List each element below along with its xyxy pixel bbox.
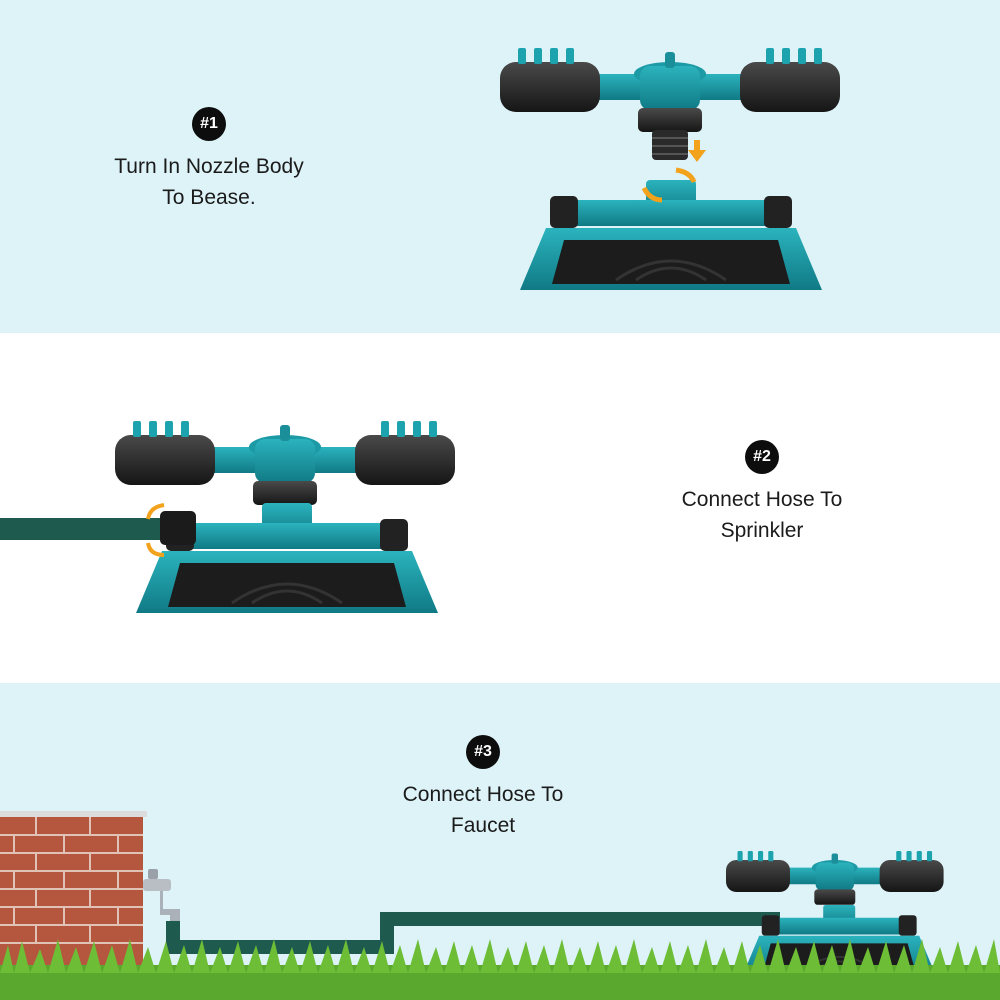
hose <box>166 912 780 954</box>
grass <box>0 939 1000 1000</box>
hose-to-faucet-illustration <box>0 811 1000 1000</box>
step-instruction: Connect Hose To Sprinkler <box>681 488 843 542</box>
step-3-panel: #3 Connect Hose To Faucet <box>0 683 1000 1000</box>
step-1-text-block: #1 Turn In Nozzle Body To Bease. <box>103 107 315 213</box>
step-badge: #3 <box>466 735 500 769</box>
sprinkler-assembly-illustration <box>500 48 840 292</box>
down-arrow-icon <box>688 140 706 162</box>
step-badge: #1 <box>192 107 226 141</box>
hose-to-sprinkler-illustration <box>0 421 455 615</box>
step-2-text-block: #2 Connect Hose To Sprinkler <box>664 440 860 546</box>
step-instruction: Connect Hose To Faucet <box>402 783 564 837</box>
step-badge: #2 <box>745 440 779 474</box>
step-instruction: Turn In Nozzle Body To Bease. <box>114 155 304 209</box>
sprinkler-icon <box>115 421 455 615</box>
faucet-icon <box>143 869 180 921</box>
rotate-arrow-icon <box>146 503 165 557</box>
step-1-panel: #1 Turn In Nozzle Body To Bease. <box>0 0 1000 333</box>
rotate-arrow-icon <box>641 167 697 203</box>
step-2-panel: #2 Connect Hose To Sprinkler <box>0 333 1000 683</box>
sprinkler-icon <box>500 48 840 292</box>
hose <box>0 518 170 540</box>
step-3-text-block: #3 Connect Hose To Faucet <box>386 735 580 841</box>
brick-wall <box>0 811 147 967</box>
